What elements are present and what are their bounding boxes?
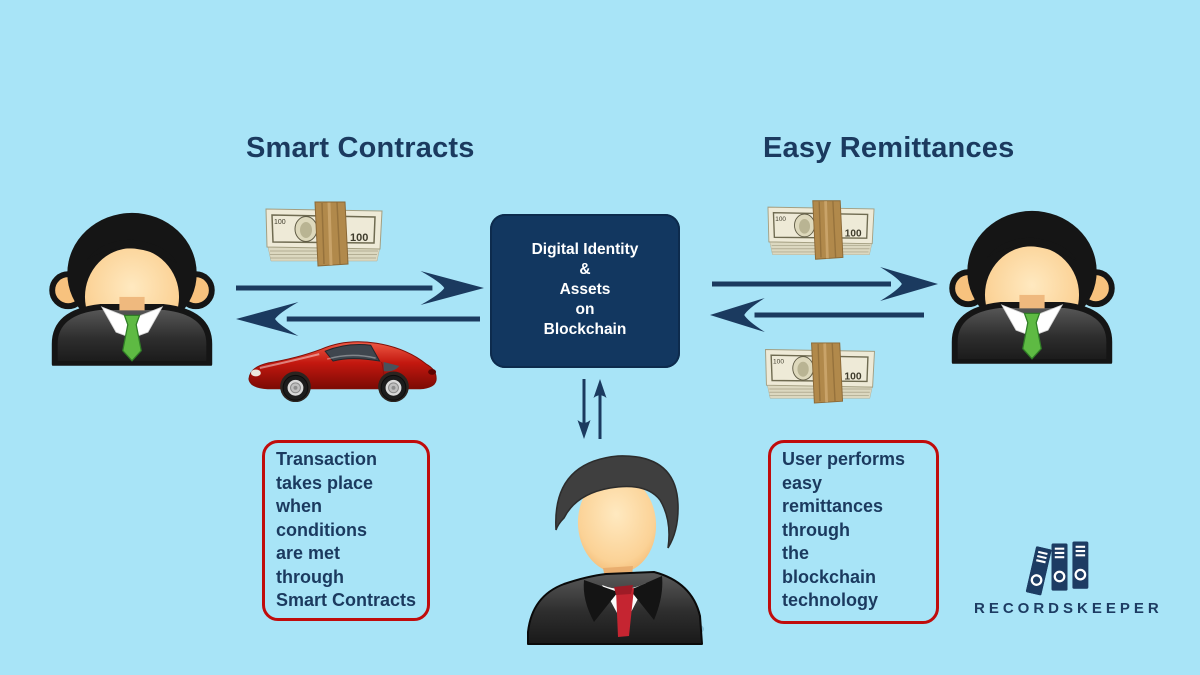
businessman-left-icon — [48, 206, 216, 366]
arrow-right-right-pair-top-icon — [712, 267, 938, 301]
left-note: Transaction takes place when conditions … — [262, 440, 430, 621]
heading-smart-contracts: Smart Contracts — [246, 132, 475, 164]
money-stack-right-top-icon — [760, 198, 882, 262]
binders-logo-icon — [1025, 541, 1089, 596]
businessman-bottom-icon — [527, 455, 704, 645]
two-way-vertical-arrows-icon — [577, 379, 607, 439]
businessman-right-icon — [948, 204, 1116, 364]
digital-identity-box: Digital Identity & Assets on Blockchain — [490, 214, 680, 368]
arrow-left-left-pair-bottom-icon — [236, 302, 480, 336]
arrow-left-right-pair-bottom-icon — [710, 298, 924, 332]
money-stack-right-bottom-icon — [758, 340, 882, 406]
heading-easy-remittances: Easy Remittances — [763, 132, 1015, 164]
red-car-icon — [248, 341, 437, 402]
arrow-right-left-pair-top-icon — [236, 271, 484, 305]
right-note: User performs easy remittances through t… — [768, 440, 939, 624]
money-stack-left-icon — [256, 199, 392, 269]
logo-text: RECORDSKEEPER — [974, 600, 1163, 617]
